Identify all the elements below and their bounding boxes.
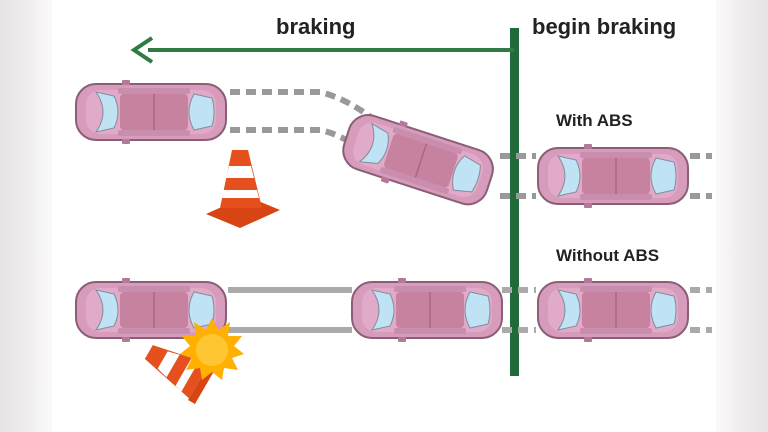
left-side-margin xyxy=(0,0,52,432)
car-icon xyxy=(351,277,503,343)
right-side-margin xyxy=(716,0,768,432)
with-abs-label: With ABS xyxy=(556,111,633,130)
without-abs-approach-track xyxy=(502,287,712,333)
car-icon xyxy=(75,79,227,145)
left-arrow-icon xyxy=(130,36,514,64)
without-abs-label: Without ABS xyxy=(556,246,660,265)
impact-burst-icon xyxy=(180,318,244,380)
begin-braking-line xyxy=(510,28,519,376)
car-icon xyxy=(335,105,501,215)
car-icon xyxy=(537,143,689,209)
braking-label: braking xyxy=(276,14,356,39)
begin-braking-label: begin braking xyxy=(532,14,677,39)
traffic-cone-icon xyxy=(206,150,280,228)
without-abs-skid-track xyxy=(228,287,352,333)
car-icon xyxy=(537,277,689,343)
